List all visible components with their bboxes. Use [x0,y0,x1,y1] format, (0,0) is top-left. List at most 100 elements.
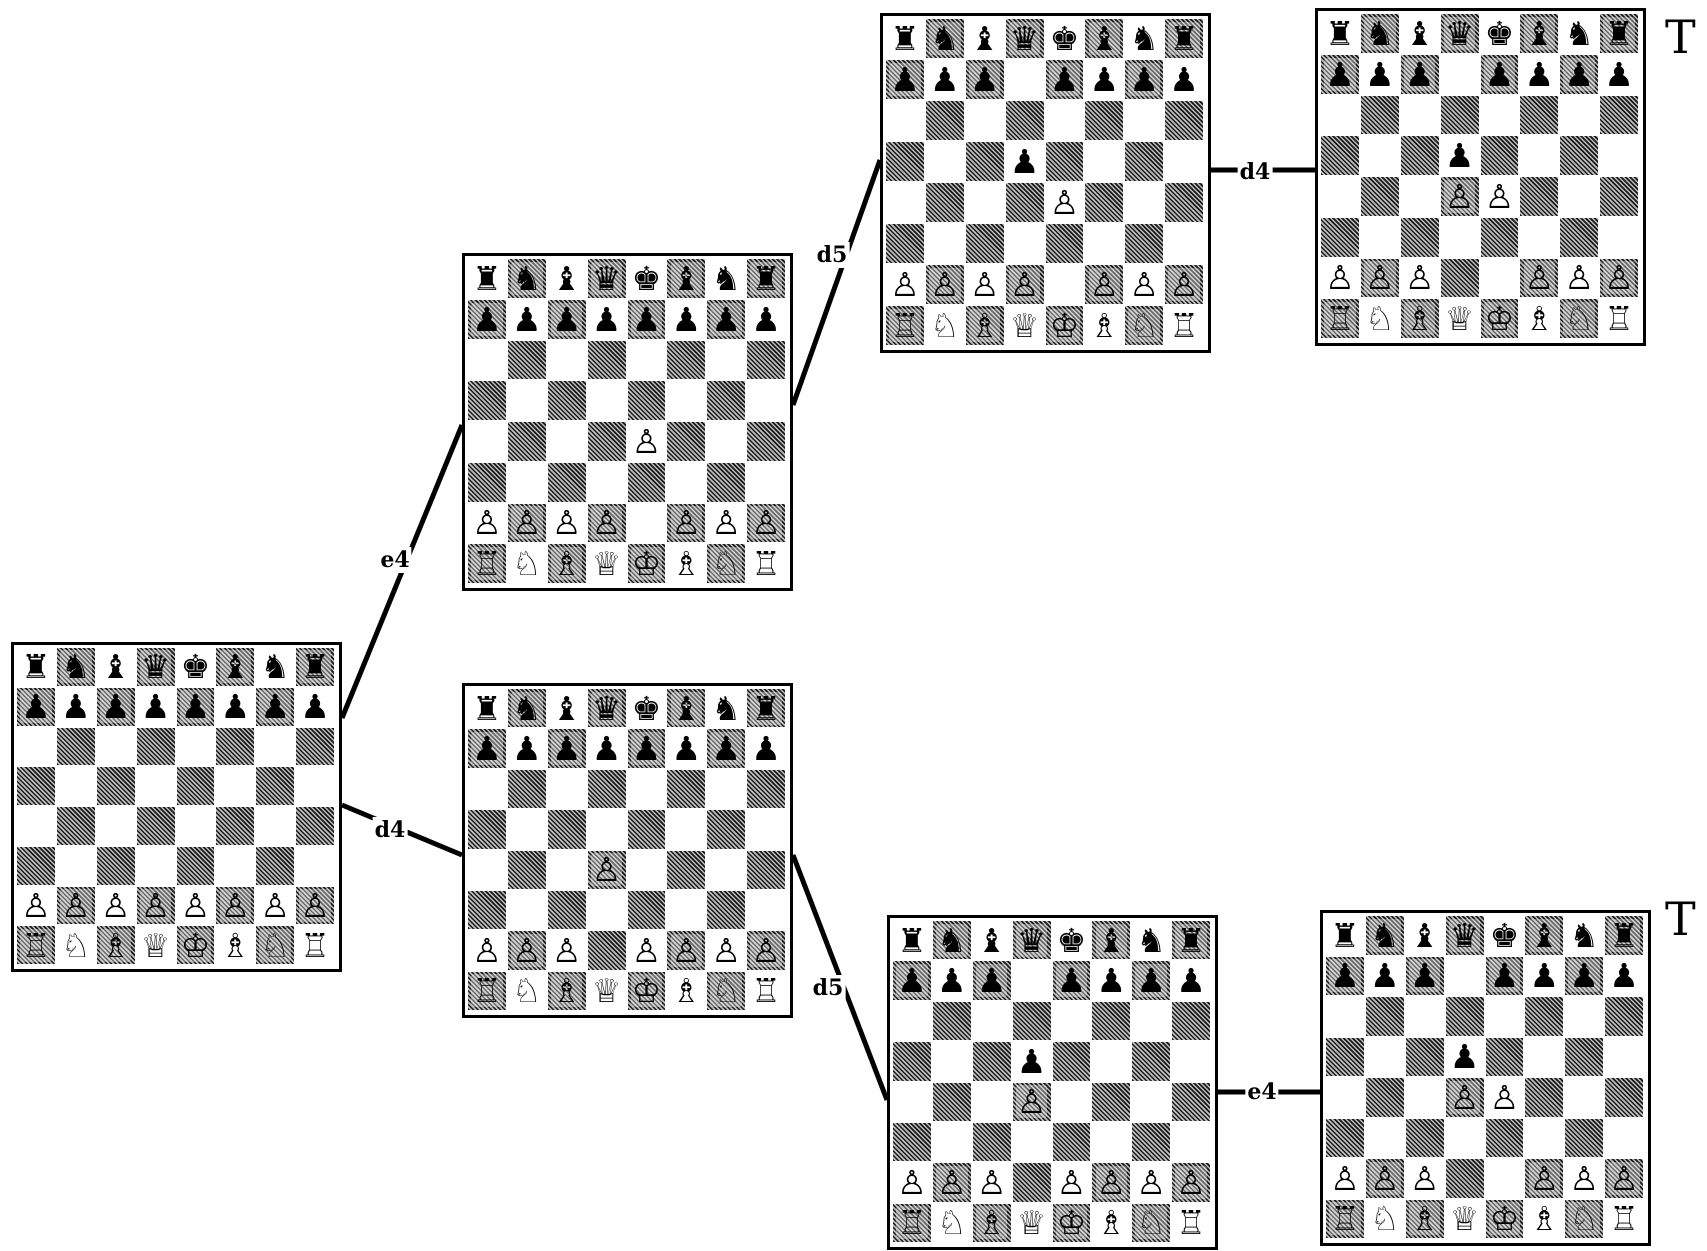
chess-board: ♜♞♝♛♚♝♞♜♟♟♟♟♟♟♟♟♙♙♙♙♙♙♙♙♖♘♗♕♔♗♘♖ [887,915,1218,1250]
black-king-icon: ♚ [632,262,662,295]
white-pawn-icon: ♙ [472,934,502,967]
black-knight-icon: ♞ [1364,17,1396,50]
black-pawn-icon: ♟ [1128,63,1160,96]
dark-square [1165,101,1203,140]
dark-square: ♟ [548,729,586,767]
white-rook-icon: ♖ [471,547,503,580]
dark-square [1605,997,1643,1036]
black-bishop-icon: ♝ [1096,924,1128,957]
light-square [1361,136,1399,175]
dark-square: ♙ [1525,1159,1563,1198]
white-pawn-icon: ♙ [1608,1162,1640,1195]
light-square [1013,1123,1051,1161]
dark-square: ♜ [1165,19,1203,58]
dark-square: ♛ [1441,14,1479,53]
black-pawn-icon: ♟ [61,690,91,723]
dark-square [628,381,666,420]
dark-square: ♙ [57,887,95,925]
move-label: d4 [373,817,408,843]
light-square [747,891,785,929]
light-square: ♙ [628,422,666,461]
white-pawn-icon: ♙ [472,506,502,539]
light-square: ♟ [667,729,705,767]
dark-square: ♟ [1321,55,1359,94]
dark-square: ♟ [256,688,294,726]
white-rook-icon: ♖ [1324,302,1356,335]
light-square [1520,218,1558,257]
black-pawn-icon: ♟ [969,63,1001,96]
dark-square: ♝ [667,259,705,298]
light-square [628,770,666,808]
light-square [1085,142,1123,181]
white-king-icon: ♔ [631,547,663,580]
black-pawn-icon: ♟ [1525,58,1555,91]
white-pawn-icon: ♙ [1096,1166,1128,1199]
dark-square: ♜ [1172,921,1210,959]
dark-square: ♞ [926,19,964,58]
light-square [707,770,745,808]
light-square [1560,177,1598,216]
dark-square: ♘ [1125,306,1163,345]
black-knight-icon: ♞ [1136,924,1166,957]
light-square: ♙ [973,1163,1011,1201]
white-pawn-icon: ♙ [1603,261,1635,294]
light-square [1053,1083,1091,1121]
dark-square [966,142,1004,181]
white-bishop-icon: ♗ [969,309,1001,342]
light-square [966,183,1004,222]
black-pawn-icon: ♟ [20,690,52,723]
light-square [1046,265,1084,304]
black-pawn-icon: ♟ [1056,964,1088,997]
black-rook-icon: ♜ [1175,924,1207,957]
dark-square [966,224,1004,263]
white-queen-icon: ♕ [592,547,622,580]
dark-square [1565,1038,1603,1077]
black-pawn-icon: ♟ [1409,959,1441,992]
dark-square: ♟ [1053,961,1091,999]
light-square [1481,259,1519,298]
white-pawn-icon: ♙ [632,934,662,967]
black-bishop-icon: ♝ [671,262,703,295]
light-square: ♟ [588,300,626,339]
white-king-icon: ♔ [1484,302,1516,335]
white-pawn-icon: ♙ [632,425,662,458]
black-king-icon: ♚ [1485,17,1515,50]
black-bishop-icon: ♝ [1529,919,1561,952]
dark-square: ♞ [1366,916,1404,955]
black-rook-icon: ♜ [472,262,502,295]
dark-square: ♙ [137,887,175,925]
move-label: e4 [1245,1079,1278,1105]
white-queen-icon: ♕ [1445,302,1475,335]
light-square [1326,997,1364,1036]
white-knight-icon: ♘ [937,1206,967,1239]
dark-square [177,847,215,885]
white-pawn-icon: ♙ [970,268,1000,301]
light-square [1441,218,1479,257]
black-pawn-icon: ♟ [471,732,503,765]
white-knight-icon: ♘ [1135,1206,1167,1239]
black-king-icon: ♚ [1050,22,1080,55]
dark-square [296,807,334,845]
white-queen-icon: ♕ [1017,1206,1047,1239]
dark-square [1321,136,1359,175]
dark-square: ♟ [1326,957,1364,996]
dark-square [57,807,95,845]
dark-square: ♘ [1560,299,1598,338]
light-square: ♕ [1013,1204,1051,1242]
dark-square: ♙ [1006,265,1044,304]
light-square [1132,1002,1170,1040]
dark-square [1006,183,1044,222]
dark-square [973,1042,1011,1080]
black-pawn-icon: ♟ [1010,145,1040,178]
light-square [1006,224,1044,263]
black-pawn-icon: ♟ [592,303,622,336]
light-square [1165,142,1203,181]
light-square [216,847,254,885]
light-square: ♟ [1605,957,1643,996]
dark-square [508,770,546,808]
light-square: ♟ [747,729,785,767]
dark-square [216,728,254,766]
white-pawn-icon: ♙ [1057,1166,1087,1199]
black-knight-icon: ♞ [929,22,961,55]
